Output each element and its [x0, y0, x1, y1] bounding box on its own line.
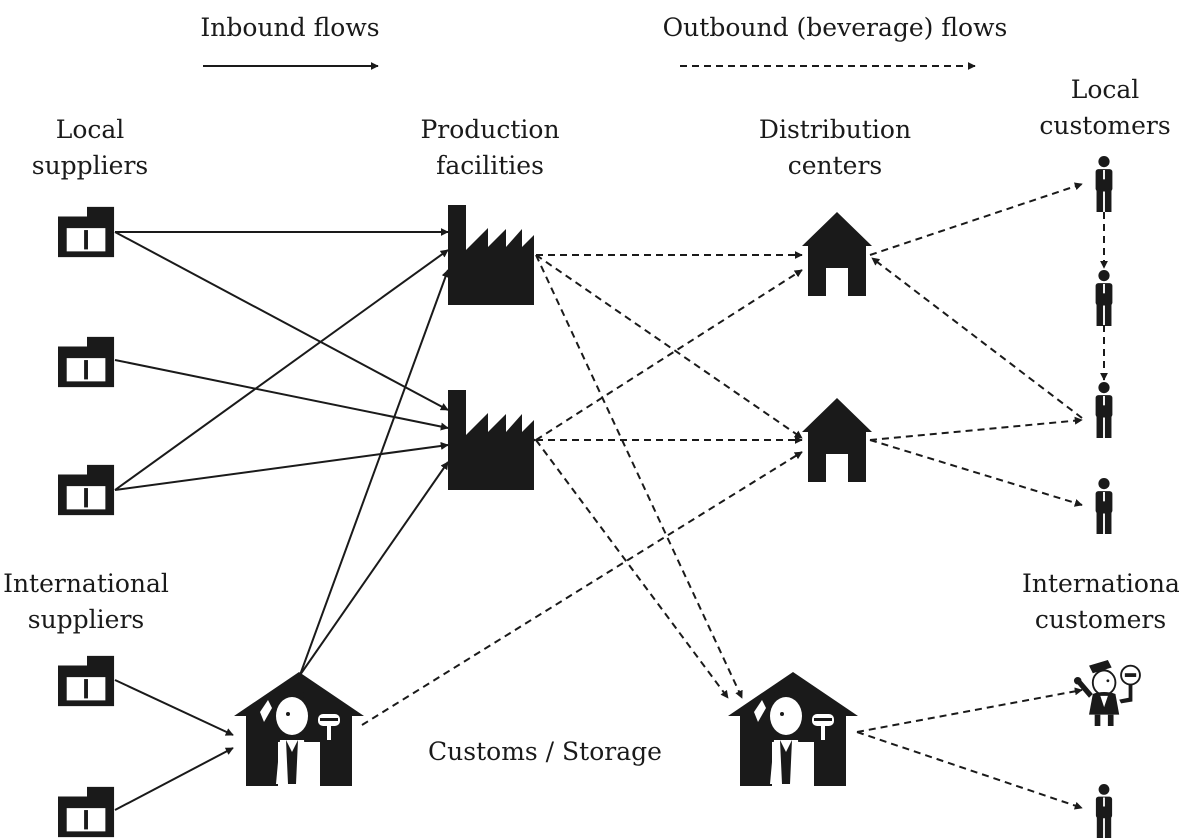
- production-facilities-label-line2: facilities: [436, 151, 544, 180]
- factory-1-icon: [448, 205, 534, 305]
- distribution-centers-label-line1: Distribution: [758, 115, 912, 144]
- customs-storage-label: Customs / Storage: [428, 737, 662, 766]
- international-supplier-1-icon: [58, 655, 115, 707]
- distribution-center-1-icon: [802, 212, 872, 296]
- local-customers-label-line1: Local: [1070, 75, 1140, 104]
- local-supplier-1-icon: [58, 206, 115, 258]
- international-suppliers-label-line1: International: [3, 569, 169, 598]
- international-supplier-2-icon: [58, 786, 115, 838]
- inbound-flows: [114, 228, 450, 811]
- international-suppliers-label-line2: suppliers: [27, 605, 145, 634]
- customs-storage-inbound-icon: [234, 672, 364, 786]
- local-customers-label-line2: customers: [1039, 111, 1171, 140]
- factory-2-icon: [448, 390, 534, 490]
- international-customer-person-icon: [1095, 784, 1113, 838]
- local-suppliers-label-line2: suppliers: [31, 151, 149, 180]
- local-supplier-3-icon: [58, 464, 115, 516]
- local-customer-1-icon: [1095, 156, 1113, 212]
- local-customer-3-icon: [1095, 382, 1113, 438]
- distribution-center-2-icon: [802, 398, 872, 482]
- local-customer-4-icon: [1095, 478, 1113, 534]
- production-facilities-label-line1: Production: [420, 115, 560, 144]
- international-customers-label-line1: International: [1022, 569, 1179, 598]
- international-customers-label-line2: customers: [1034, 605, 1167, 634]
- legend-inbound-label: Inbound flows: [200, 13, 380, 42]
- legend-outbound-label: Outbound (beverage) flows: [662, 13, 1008, 42]
- local-suppliers-label-line1: Local: [55, 115, 125, 144]
- local-supplier-2-icon: [58, 336, 115, 388]
- local-customer-2-icon: [1095, 270, 1113, 326]
- customs-storage-outbound-icon: [728, 672, 858, 786]
- outbound-flows: [361, 182, 1108, 810]
- distribution-centers-label-line2: centers: [787, 151, 883, 180]
- international-customer-official-icon: [1072, 660, 1141, 726]
